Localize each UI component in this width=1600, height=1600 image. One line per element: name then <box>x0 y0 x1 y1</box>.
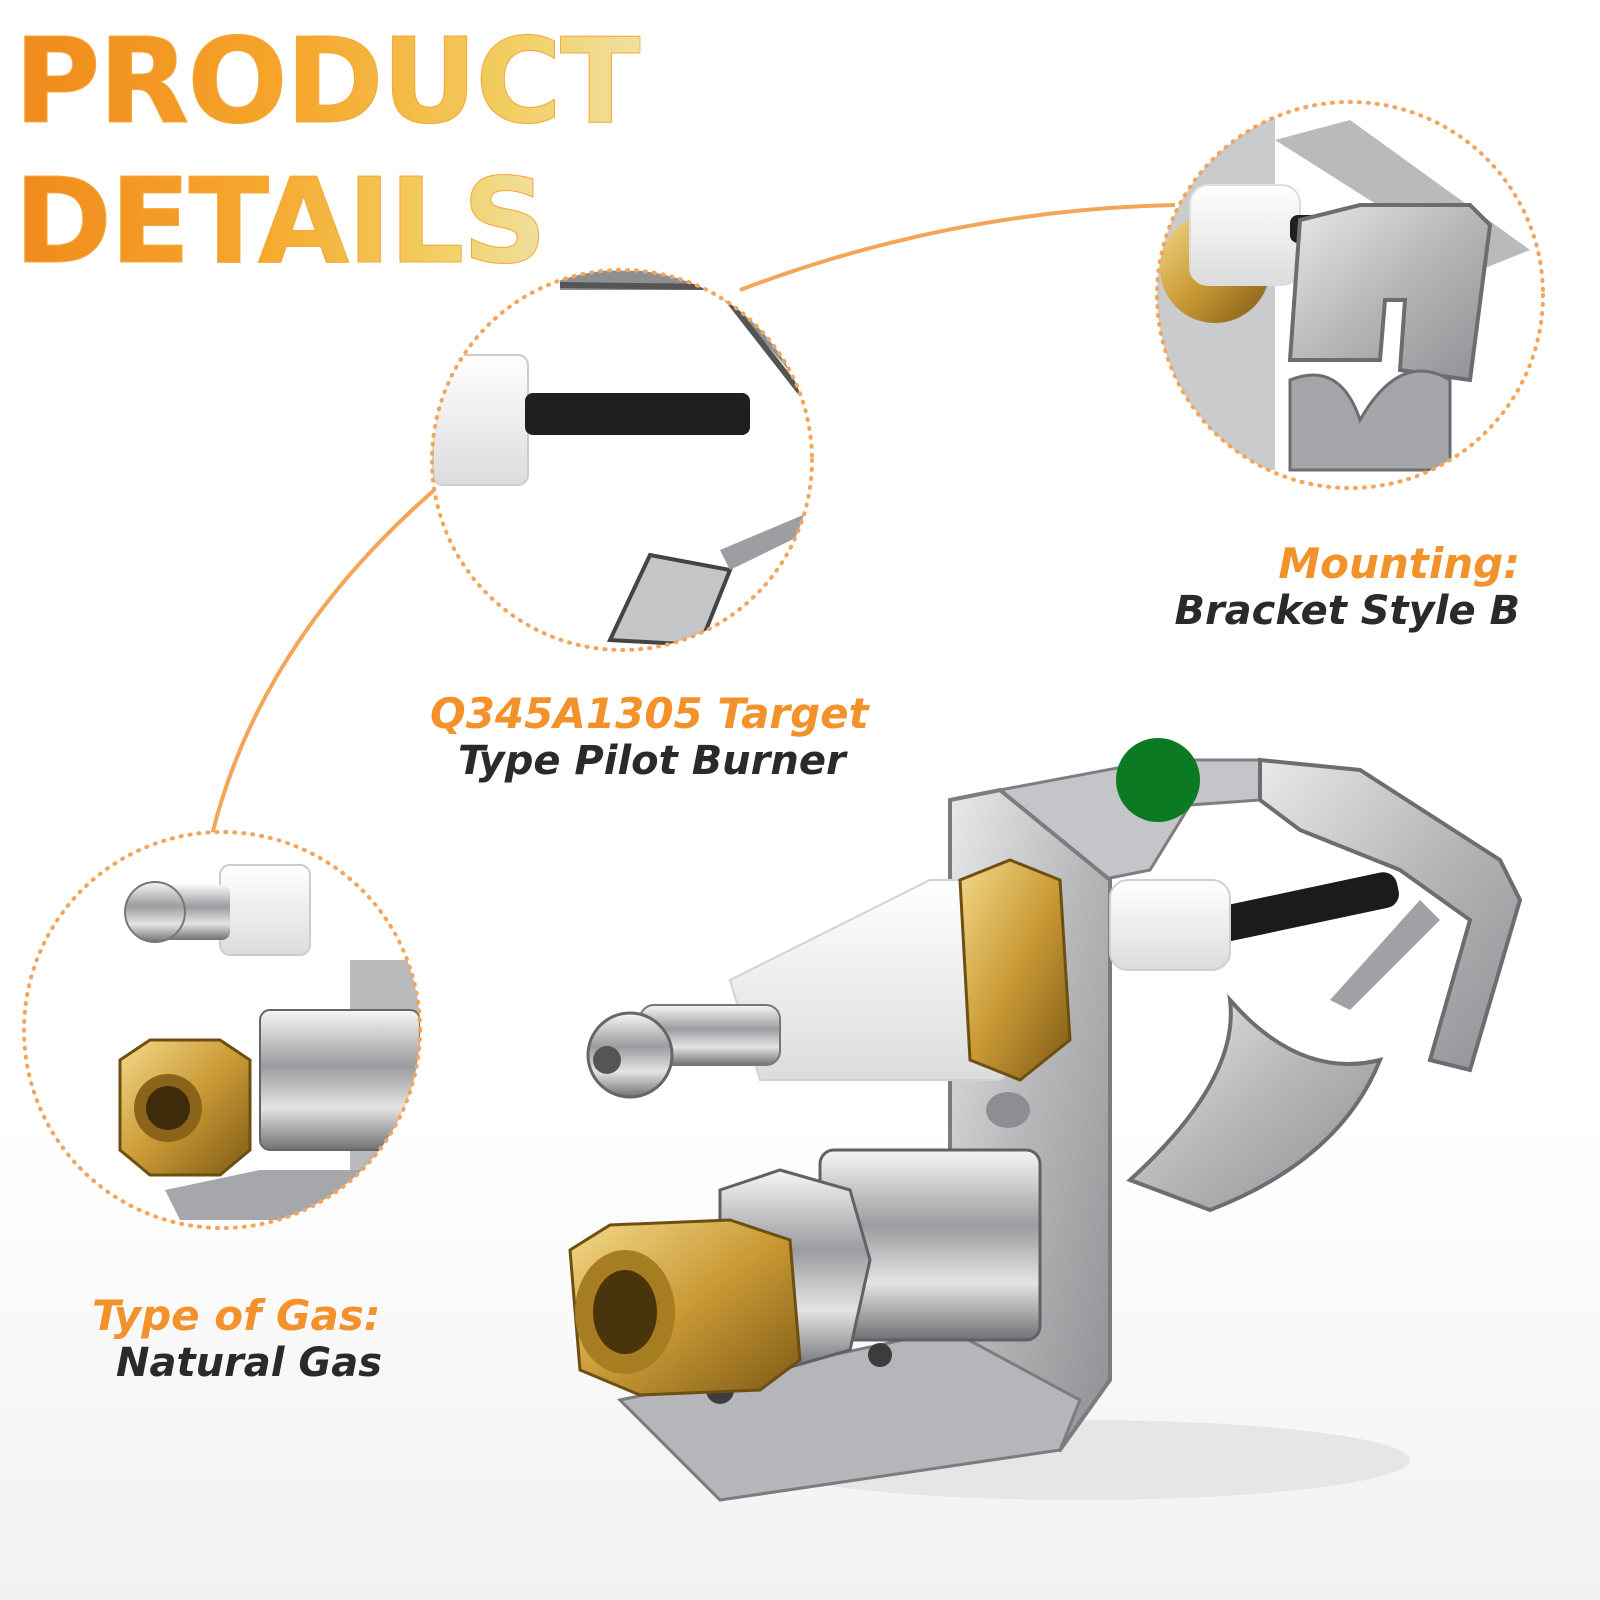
pilot-burner-image <box>568 738 1523 1502</box>
title-line-details: DETAILS <box>13 152 547 290</box>
green-marker-dot <box>1116 738 1200 822</box>
title-line-product: PRODUCT <box>14 12 642 150</box>
callout-target-heading: Q345A1305 Target <box>430 689 869 738</box>
callout-gas-detail: Natural Gas <box>116 1340 383 1387</box>
connector-line-gas <box>210 483 442 836</box>
callout-mounting: Mounting: Bracket Style B <box>1174 539 1520 635</box>
callout-gas-type: Type of Gas: Natural Gas <box>92 1291 383 1387</box>
callout-mounting-heading: Mounting: <box>1278 539 1520 588</box>
detail-circle-electrode <box>430 268 814 652</box>
callout-mounting-detail: Bracket Style B <box>1174 588 1520 635</box>
detail-circle-fitting <box>22 830 422 1230</box>
detail-circle-bracket <box>1155 100 1545 490</box>
callout-target-detail: Type Pilot Burner <box>458 738 846 785</box>
connector-line-mount <box>739 203 1176 292</box>
callout-target-type: Q345A1305 Target Type Pilot Burner <box>430 689 869 785</box>
callout-gas-heading: Type of Gas: <box>92 1291 381 1340</box>
